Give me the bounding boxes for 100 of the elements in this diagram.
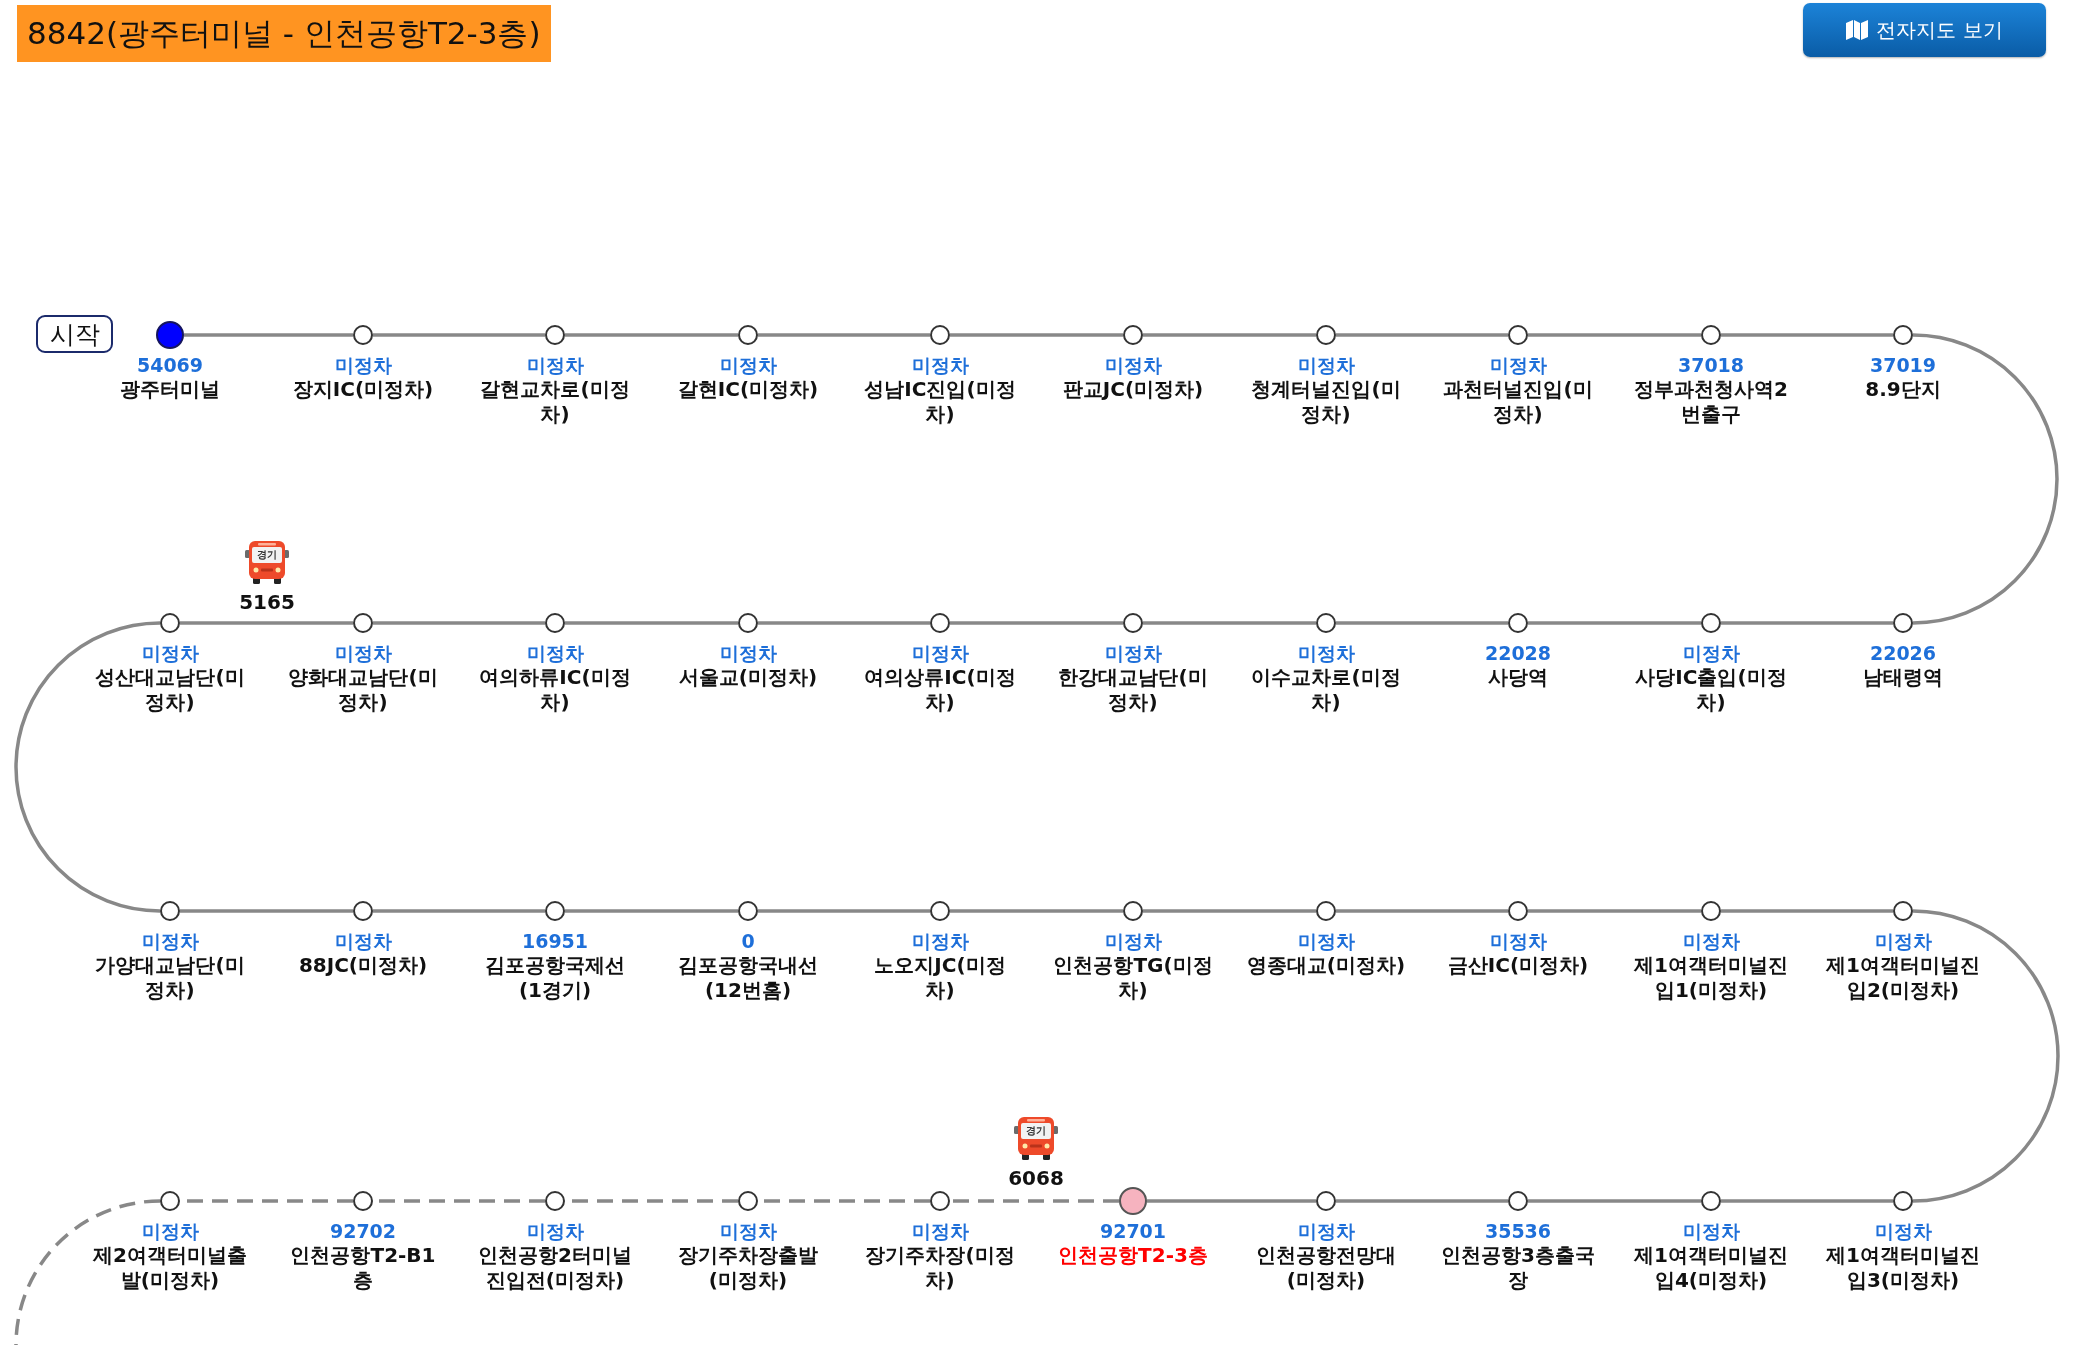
stop-code: 16951 [521, 929, 589, 953]
stop-code: 미정차 [141, 1219, 199, 1243]
stop-code: 미정차 [719, 641, 777, 665]
bus-number: 6068 [1008, 1166, 1064, 1190]
stop-name: 서울교(미정차) [678, 665, 818, 690]
route-line [373, 333, 545, 337]
route-line [1912, 333, 2059, 625]
route-line [1528, 909, 1701, 913]
stop-name: 정부과천청사역2번출구 [1633, 377, 1789, 427]
stop-code: 미정차 [1874, 929, 1932, 953]
stop-name: 과천터널진입(미정차) [1442, 377, 1594, 427]
route-line [1528, 333, 1701, 337]
stop-name: 김포공항국제선(1경기) [484, 953, 626, 1003]
stop-code: 미정차 [334, 353, 392, 377]
stop-code: 37019 [1869, 353, 1937, 377]
stop-code: 미정차 [719, 353, 777, 377]
stop-name: 88JC(미정차) [298, 953, 428, 978]
start-badge: 시작 [36, 315, 113, 353]
route-line [180, 621, 353, 625]
stop-code: 미정차 [1297, 1219, 1355, 1243]
stop-name: 제1여객터미널진입2(미정차) [1825, 953, 1981, 1003]
stop-name: 여의하류IC(미정차) [478, 665, 632, 715]
stop-code: 미정차 [911, 1219, 969, 1243]
stop-code: 0 [741, 929, 755, 953]
stop-name: 갈현교차로(미정차) [479, 377, 631, 427]
stop-code: 35536 [1484, 1219, 1552, 1243]
route-line [1147, 1199, 1316, 1203]
route-line [1721, 621, 1893, 625]
stop-code: 54069 [136, 353, 204, 377]
stop-name: 인천공항3층출국장 [1440, 1243, 1596, 1293]
route-line [1336, 909, 1508, 913]
stop-name: 인천공항T2-B1층 [289, 1243, 437, 1293]
stop-name: 한강대교남단(미정차) [1057, 665, 1209, 715]
stop-code: 미정차 [911, 929, 969, 953]
stop-code: 92702 [329, 1219, 397, 1243]
stop-code: 미정차 [1489, 353, 1547, 377]
plate-text: 경기 [1026, 1125, 1046, 1136]
stop-name: 남태령역 [1863, 665, 1943, 690]
stop-name: 제1여객터미널진입1(미정차) [1633, 953, 1789, 1003]
route-line [1143, 621, 1316, 625]
stop-name: 인천공항TG(미정차) [1053, 953, 1213, 1003]
route-line [1143, 333, 1316, 337]
route-line [1336, 1199, 1508, 1203]
route-line [758, 621, 930, 625]
route-line [950, 333, 1123, 337]
route-line [1528, 621, 1701, 625]
stop-name: 이수교차로(미정차) [1250, 665, 1402, 715]
map-view-button: 전자지도 보기 [1803, 3, 2046, 57]
stop-code: 미정차 [526, 1219, 584, 1243]
stop-name: 금산IC(미정차) [1447, 953, 1589, 978]
route-line [758, 333, 930, 337]
stop-code: 미정차 [1682, 641, 1740, 665]
route-line [373, 909, 545, 913]
stop-name: 사당역 [1488, 665, 1548, 690]
stop-name: 노오지JC(미정차) [873, 953, 1007, 1003]
route-line [373, 621, 545, 625]
stop-name: 8.9단지 [1865, 377, 1941, 402]
stop-code: 미정차 [1104, 641, 1162, 665]
stop-code: 미정차 [1297, 641, 1355, 665]
stop-code: 미정차 [1489, 929, 1547, 953]
stop-code: 미정차 [141, 929, 199, 953]
route-line [14, 621, 161, 913]
route-line [1721, 909, 1893, 913]
stop-code: 미정차 [911, 353, 969, 377]
bus-number: 5165 [239, 590, 295, 614]
stop-name: 양화대교남단(미정차) [287, 665, 439, 715]
route-line [758, 909, 930, 913]
stop-code: 미정차 [1874, 1219, 1932, 1243]
stop-name: 장기주차장출발(미정차) [677, 1243, 819, 1293]
route-line [565, 621, 738, 625]
stop-code: 미정차 [1104, 929, 1162, 953]
stop-code: 미정차 [1297, 929, 1355, 953]
stop-name: 영종대교(미정차) [1246, 953, 1406, 978]
stop-name: 사당IC출입(미정차) [1634, 665, 1788, 715]
route-line [1912, 909, 2060, 1203]
stop-code: 미정차 [526, 353, 584, 377]
stop-code: 미정차 [141, 641, 199, 665]
stop-code: 미정차 [1104, 353, 1162, 377]
stop-code: 미정차 [526, 641, 584, 665]
route-line [180, 909, 353, 913]
stop-name: 인천공항T2-3층 [1058, 1243, 1208, 1268]
stop-name: 장기주차장(미정차) [864, 1243, 1016, 1293]
stop-code: 미정차 [719, 1219, 777, 1243]
stop-code: 미정차 [911, 641, 969, 665]
stop-name: 갈현IC(미정차) [677, 377, 819, 402]
route-line [1528, 1199, 1701, 1203]
route-line [565, 909, 738, 913]
route-line [950, 1199, 1119, 1203]
route-line [1336, 621, 1508, 625]
stop-code: 37018 [1677, 353, 1745, 377]
stop-code: 미정차 [1682, 929, 1740, 953]
route-line [1721, 333, 1893, 337]
stop-code: 22028 [1484, 641, 1552, 665]
stop-name: 김포공항국내선(12번홈) [677, 953, 819, 1003]
stop-code: 미정차 [334, 929, 392, 953]
stop-name: 청계터널진입(미정차) [1250, 377, 1402, 427]
stop-name: 성남IC진입(미정차) [863, 377, 1017, 427]
stop-name: 장지IC(미정차) [292, 377, 434, 402]
route-line [14, 1199, 161, 1346]
stop-name: 광주터미널 [120, 377, 220, 402]
